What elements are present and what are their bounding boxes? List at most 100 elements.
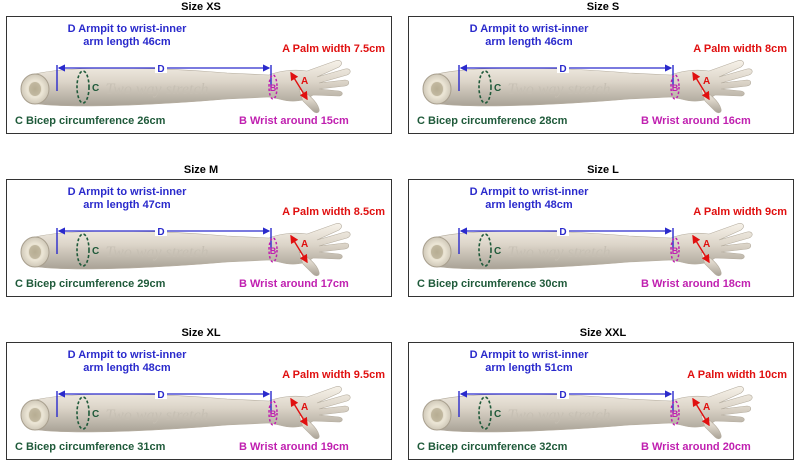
- wrist-ring: [268, 237, 278, 263]
- watermark: Two way stretch: [507, 407, 610, 424]
- bicep-label: C Bicep circumference 26cm: [15, 115, 166, 127]
- diagram-frame: Two way stretch D C B A D Armpit to wris…: [408, 16, 794, 134]
- d-letter: D: [559, 64, 566, 75]
- b-letter: B: [270, 246, 277, 256]
- a-letter: A: [301, 76, 308, 87]
- panel-title: Size XS: [181, 1, 221, 13]
- b-letter: B: [672, 409, 679, 419]
- c-letter: C: [92, 409, 99, 420]
- wrist-label: B Wrist around 15cm: [239, 115, 349, 127]
- bicep-ring: [478, 70, 492, 104]
- wrist-label: B Wrist around 18cm: [641, 278, 751, 290]
- watermark: Two way stretch: [105, 407, 208, 424]
- palm-width-label: A Palm width 9.5cm: [282, 369, 385, 381]
- d-letter: D: [157, 227, 164, 238]
- wrist-label: B Wrist around 20cm: [641, 441, 751, 453]
- palm-width-label: A Palm width 8cm: [693, 43, 787, 55]
- a-letter: A: [301, 239, 308, 250]
- arm-length-label: D Armpit to wrist-inner arm length 48cm: [7, 349, 247, 375]
- arm-diagram: Two way stretch D C B A: [20, 386, 351, 440]
- size-panel-2: Size S Two way stretch D C: [408, 0, 798, 134]
- arm-length-label-line1: D Armpit to wrist-inner: [67, 186, 187, 198]
- palm-width-label: A Palm width 9cm: [693, 206, 787, 218]
- size-panel-4: Size L Two way stretch D C: [408, 163, 798, 297]
- a-letter: A: [703, 402, 710, 413]
- bicep-label: C Bicep circumference 32cm: [417, 441, 568, 453]
- arm-length-label-line2: arm length 46cm: [485, 36, 573, 48]
- arm-diagram: Two way stretch D C B A: [422, 386, 753, 440]
- wrist-ring: [670, 237, 680, 263]
- wrist-label: B Wrist around 16cm: [641, 115, 751, 127]
- bicep-ring: [478, 396, 492, 430]
- diagram-frame: Two way stretch D C B A D Armpit to wris…: [408, 179, 794, 297]
- watermark: Two way stretch: [507, 244, 610, 261]
- arm-length-label-line2: arm length 48cm: [485, 199, 573, 211]
- arm-length-label-line2: arm length 48cm: [83, 362, 171, 374]
- panel-title: Size M: [183, 164, 219, 176]
- a-letter: A: [703, 239, 710, 250]
- panel-title: Size XXL: [579, 327, 627, 339]
- c-letter: C: [494, 83, 501, 94]
- arm-length-label: D Armpit to wrist-inner arm length 48cm: [409, 186, 649, 212]
- diagram-frame: Two way stretch D C B A D Armpit to wris…: [6, 16, 392, 134]
- d-letter: D: [559, 390, 566, 401]
- arm-diagram: Two way stretch D C B A: [422, 223, 753, 277]
- arm-length-label-line1: D Armpit to wrist-inner: [469, 349, 589, 361]
- a-letter: A: [301, 402, 308, 413]
- wrist-label: B Wrist around 19cm: [239, 441, 349, 453]
- diagram-frame: Two way stretch D C B A D Armpit to wris…: [408, 342, 794, 460]
- wrist-ring: [268, 400, 278, 426]
- arm-diagram: Two way stretch D C B A: [422, 60, 753, 114]
- palm-width-arrow: [290, 71, 308, 101]
- arm-length-label-line2: arm length 47cm: [83, 199, 171, 211]
- arm-length-label: D Armpit to wrist-inner arm length 46cm: [7, 23, 247, 49]
- d-letter: D: [559, 227, 566, 238]
- arm-length-label-line2: arm length 46cm: [83, 36, 171, 48]
- bicep-label: C Bicep circumference 29cm: [15, 278, 166, 290]
- palm-width-label: A Palm width 8.5cm: [282, 206, 385, 218]
- bicep-ring: [76, 396, 90, 430]
- wrist-label: B Wrist around 17cm: [239, 278, 349, 290]
- c-letter: C: [494, 246, 501, 257]
- bicep-ring: [76, 233, 90, 267]
- palm-width-arrow: [692, 397, 710, 427]
- watermark: Two way stretch: [105, 81, 208, 98]
- palm-width-label: A Palm width 10cm: [687, 369, 787, 381]
- b-letter: B: [672, 246, 679, 256]
- arm-length-label: D Armpit to wrist-inner arm length 46cm: [409, 23, 649, 49]
- d-letter: D: [157, 64, 164, 75]
- arm-length-label-line1: D Armpit to wrist-inner: [67, 349, 187, 361]
- palm-width-arrow: [692, 234, 710, 264]
- palm-width-arrow: [290, 397, 308, 427]
- wrist-ring: [268, 74, 278, 100]
- arm-length-label: D Armpit to wrist-inner arm length 47cm: [7, 186, 247, 212]
- wrist-ring: [670, 400, 680, 426]
- panel-title: Size L: [587, 164, 619, 176]
- c-letter: C: [92, 246, 99, 257]
- b-letter: B: [270, 83, 277, 93]
- arm-length-label-line1: D Armpit to wrist-inner: [469, 23, 589, 35]
- size-panel-1: Size XS Two way stretch D C: [6, 0, 396, 134]
- diagram-frame: Two way stretch D C B A D Armpit to wris…: [6, 342, 392, 460]
- arm-diagram: Two way stretch D C B A: [20, 223, 351, 277]
- watermark: Two way stretch: [105, 244, 208, 261]
- c-letter: C: [92, 83, 99, 94]
- size-panel-5: Size XL Two way stretch D C: [6, 326, 396, 460]
- b-letter: B: [270, 409, 277, 419]
- bicep-label: C Bicep circumference 28cm: [417, 115, 568, 127]
- c-letter: C: [494, 409, 501, 420]
- arm-length-label-line1: D Armpit to wrist-inner: [67, 23, 187, 35]
- diagram-frame: Two way stretch D C B A D Armpit to wris…: [6, 179, 392, 297]
- arm-length-label-line1: D Armpit to wrist-inner: [469, 186, 589, 198]
- panel-title: Size XL: [181, 327, 221, 339]
- bicep-label: C Bicep circumference 30cm: [417, 278, 568, 290]
- a-letter: A: [703, 76, 710, 87]
- bicep-label: C Bicep circumference 31cm: [15, 441, 166, 453]
- wrist-ring: [670, 74, 680, 100]
- arm-length-label: D Armpit to wrist-inner arm length 51cm: [409, 349, 649, 375]
- palm-width-label: A Palm width 7.5cm: [282, 43, 385, 55]
- palm-width-arrow: [692, 71, 710, 101]
- size-panel-6: Size XXL Two way stretch D C: [408, 326, 798, 460]
- bicep-ring: [76, 70, 90, 104]
- b-letter: B: [672, 83, 679, 93]
